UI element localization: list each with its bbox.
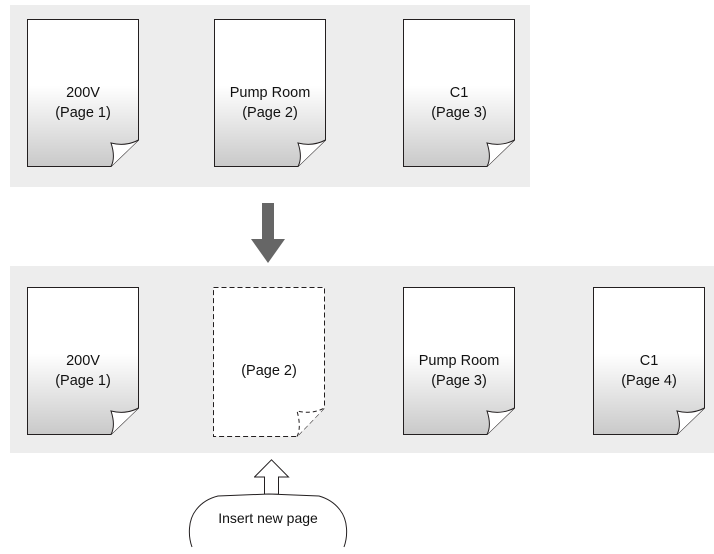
page-icon (403, 287, 515, 435)
page-card: Pump Room (Page 2) (214, 19, 326, 167)
page-card: 200V (Page 1) (27, 19, 139, 167)
page-card: Pump Room (Page 3) (403, 287, 515, 435)
page-card: C1 (Page 3) (403, 19, 515, 167)
callout-label: Insert new page (218, 510, 318, 526)
dashed-page-icon (213, 287, 325, 437)
page-title: 200V (66, 353, 100, 369)
page-title: C1 (639, 353, 659, 369)
page-number: (Page 1) (55, 105, 111, 121)
page-number: (Page 2) (241, 363, 297, 379)
page-icon (593, 287, 705, 435)
down-arrow-icon (251, 203, 285, 263)
page-icon (403, 19, 515, 167)
page-title: Pump Room (229, 85, 311, 101)
callout-bubble (188, 493, 348, 548)
page-number: (Page 4) (621, 373, 677, 389)
page-card: 200V (Page 1) (27, 287, 139, 435)
page-title: Pump Room (418, 353, 500, 369)
page-number: (Page 3) (431, 373, 487, 389)
page-card: C1 (Page 4) (593, 287, 705, 435)
page-title: 200V (66, 85, 100, 101)
up-arrow-icon (254, 459, 290, 495)
page-number: (Page 2) (242, 105, 298, 121)
page-number: (Page 3) (431, 105, 487, 121)
page-icon (214, 19, 326, 167)
page-icon (27, 287, 139, 435)
new-page-card: (Page 2) (213, 287, 325, 437)
page-title: C1 (449, 85, 469, 101)
page-number: (Page 1) (55, 373, 111, 389)
page-icon (27, 19, 139, 167)
